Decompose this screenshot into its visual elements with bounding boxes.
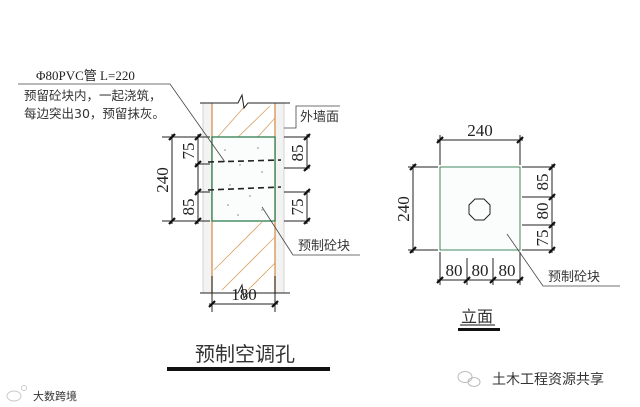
callout-pipe-line3: 每边突出30，预留抹灰。 [24, 106, 165, 121]
title-underline [167, 367, 330, 371]
callout-pipe-line1: Φ80PVC管 L=220 [36, 68, 135, 83]
leader-elev-precast-block [506, 233, 620, 287]
wall-hatch-bottom [213, 221, 276, 291]
elevation-title: 立面 [461, 307, 493, 326]
leader-precast-block [261, 206, 360, 256]
concrete-speckle [224, 147, 263, 216]
dim-bottom-width: 180 [231, 285, 257, 304]
drawing-title: 预制空调孔 [195, 342, 295, 366]
watermark-left-text: 大数跨境 [33, 389, 77, 403]
plaster-right [274, 102, 285, 294]
leader-pipe-callout [18, 83, 226, 163]
elev-dim-top-width: 240 [467, 121, 493, 140]
pipe-hole-octagon [468, 198, 491, 221]
elev-dim-left-height: 240 [394, 196, 413, 222]
pipe-top-line [207, 159, 282, 163]
section-view: 240 75 85 85 75 180 外墙面 预制砼块 Φ80PVC管 [18, 68, 360, 371]
dim-left-top: 75 [179, 143, 198, 160]
leader-outer-wall [284, 105, 340, 129]
wall-hatch-top [214, 105, 276, 141]
label-precast-block: 预制砼块 [298, 239, 350, 254]
dim-left-total: 240 [153, 167, 172, 193]
precast-block-section [211, 136, 276, 222]
dim-left-bottom: 85 [179, 199, 198, 216]
wechat-icon [457, 371, 481, 387]
elev-dim-bottom-1: 80 [446, 261, 463, 280]
callout-pipe-line2: 预留砼块内，一起浇筑， [24, 88, 162, 103]
break-line-top [200, 93, 290, 110]
elev-dim-bottom-2: 80 [472, 261, 489, 280]
elevation-view: 240 240 85 80 75 80 80 80 [394, 121, 620, 331]
dim-right-bottom: 75 [288, 199, 307, 216]
elev-dim-bottom-3: 80 [499, 261, 516, 280]
break-line-bottom [200, 283, 290, 300]
elev-dim-right-3: 75 [533, 230, 552, 247]
elevation-title-underline [458, 328, 500, 331]
label-outer-wall: 外墙面 [300, 110, 339, 125]
watermark-right-text: 土木工程资源共享 [492, 371, 604, 388]
elev-dim-right-1: 85 [533, 174, 552, 191]
elev-dim-right-2: 80 [533, 203, 552, 220]
precast-block-elevation [439, 166, 521, 251]
pipe-bottom-line [207, 186, 282, 191]
watermark-left: 大数跨境 [6, 385, 77, 403]
watermark-right: 土木工程资源共享 [457, 371, 604, 388]
label-elev-precast-block: 预制砼块 [548, 270, 600, 285]
plaster-left [202, 102, 213, 294]
dim-right-top: 85 [288, 145, 307, 162]
weibo-icon [6, 385, 27, 402]
